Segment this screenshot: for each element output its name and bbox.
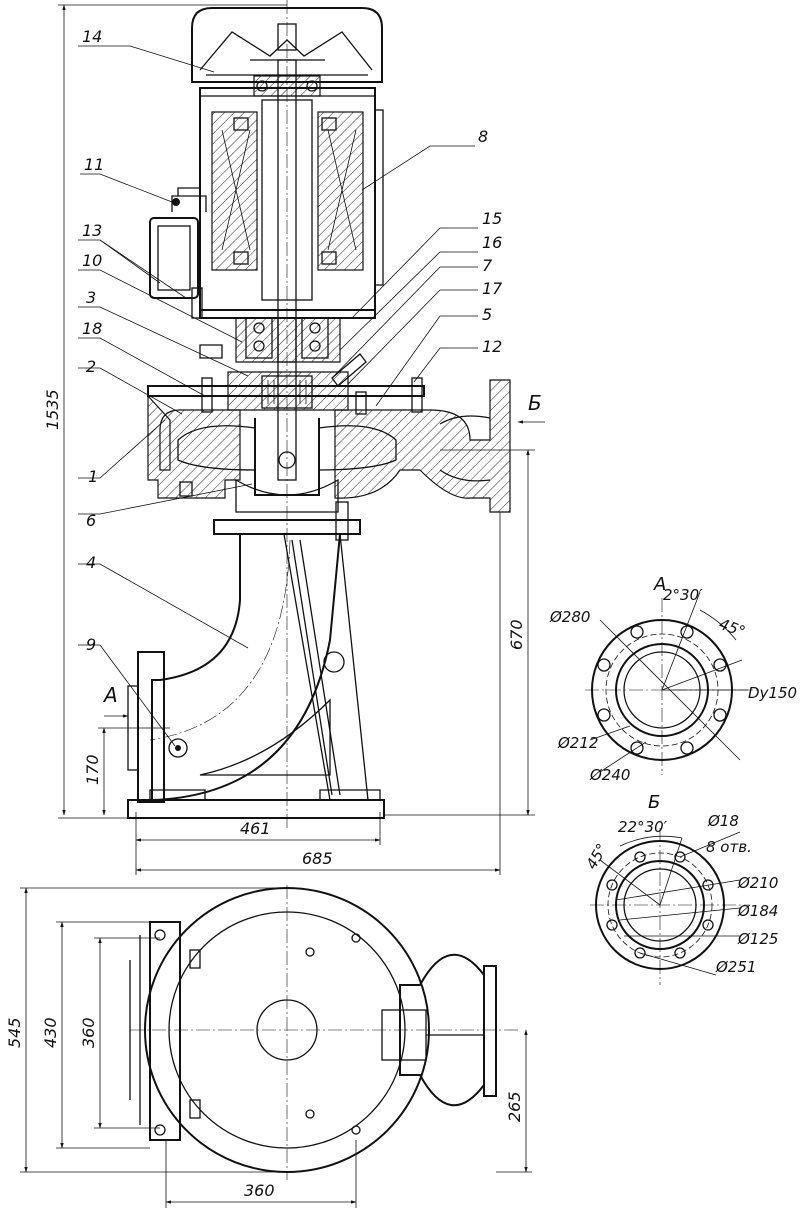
part-label-16: 16 [482, 233, 502, 252]
flange-b-d210: Ø210 [737, 874, 778, 892]
flange-b-d184: Ø184 [737, 902, 778, 920]
stator-left [211, 111, 258, 271]
plan-inner-casing [168, 911, 406, 1149]
plan-dimensions: 545 430 360 265 360 [5, 887, 532, 1208]
dim-360-vertical: 360 [79, 1017, 98, 1048]
flange-a-d212: Ø212 [557, 734, 598, 752]
dim-670: 670 [507, 619, 526, 650]
part-label-1: 1 [88, 467, 98, 486]
impeller-eye [235, 478, 339, 513]
flange-b-d251: Ø251 [715, 958, 756, 976]
stator-right [317, 111, 364, 271]
cable-gland [171, 187, 207, 212]
part-label-15: 15 [482, 209, 502, 228]
fan-blades [199, 31, 373, 71]
flange-b-outer [595, 840, 725, 970]
base-plate [127, 799, 385, 819]
flange-b-holes: 8 отв. [706, 838, 752, 856]
part-label-10: 10 [82, 251, 102, 270]
view-b-marker: Б [528, 391, 542, 415]
part-label-5: 5 [482, 305, 492, 324]
rotor [261, 99, 313, 301]
elevation-view [127, 0, 511, 830]
flange-a-angle-45: 45° [717, 615, 748, 641]
pump-cover-plate [147, 385, 425, 397]
top-bearing [253, 75, 321, 97]
part-label-17: 17 [482, 279, 503, 298]
plan-shaft-hub [256, 999, 318, 1061]
part-label-6: 6 [86, 511, 96, 530]
seal-chamber [227, 371, 349, 411]
part-label-11: 11 [84, 155, 104, 174]
dim-170: 170 [83, 754, 102, 785]
flange-a-d240: Ø240 [589, 766, 630, 784]
flange-b-angle-22: 22°30′ [618, 818, 668, 836]
flange-a-d280: Ø280 [549, 608, 590, 626]
plan-outlet-flange [483, 965, 497, 1097]
dim-360-horizontal: 360 [244, 1181, 275, 1200]
dim-total-height: 1535 [43, 389, 62, 430]
volute-right [334, 379, 511, 513]
flange-b-view: Б 45° 22°30′ Ø18 8 отв. Ø210 Ø184 Ø125 Ø… [582, 792, 778, 985]
part-label-12: 12 [482, 337, 502, 356]
part-number-labels: 14 8 11 13 15 10 16 7 3 17 5 18 12 2 1 6… [82, 27, 503, 654]
part-label-14: 14 [82, 27, 102, 46]
part-label-9: 9 [86, 635, 96, 654]
part-label-2: 2 [86, 357, 96, 376]
leader-lines [78, 45, 478, 747]
part-label-7: 7 [482, 256, 493, 275]
lower-bearing-housing [235, 317, 341, 363]
shaft [277, 59, 297, 481]
dim-461: 461 [240, 819, 271, 838]
dim-545: 545 [5, 1017, 24, 1048]
flange-a-title: А [653, 574, 666, 595]
part-label-8: 8 [478, 127, 488, 146]
dim-685: 685 [302, 849, 333, 868]
part-label-18: 18 [82, 319, 102, 338]
flange-a-view: А 2°30′ 45° Ø280 Dу150 Ø212 Ø240 [549, 574, 797, 784]
view-a-marker: А [102, 683, 118, 707]
flange-a-dn: Dу150 [748, 684, 797, 702]
flange-b-bore [615, 860, 705, 950]
part-label-4: 4 [86, 553, 96, 572]
part-label-3: 3 [86, 288, 96, 307]
elevation-dimensions: 1535 670 170 461 685 А Б [43, 4, 545, 875]
part-label-13: 13 [82, 221, 102, 240]
flange-b-d18: Ø18 [707, 812, 739, 830]
flange-a-angle-small: 2°30′ [663, 586, 703, 604]
flange-b-d125: Ø125 [737, 930, 778, 948]
terminal-box [149, 217, 199, 299]
dim-430: 430 [41, 1017, 60, 1048]
dim-265: 265 [505, 1091, 524, 1122]
fan-cover [191, 7, 383, 83]
flange-b-title: Б [648, 792, 660, 813]
plan-inlet-flange [149, 921, 181, 1141]
volute-left [147, 394, 241, 499]
plan-view [129, 885, 520, 1180]
